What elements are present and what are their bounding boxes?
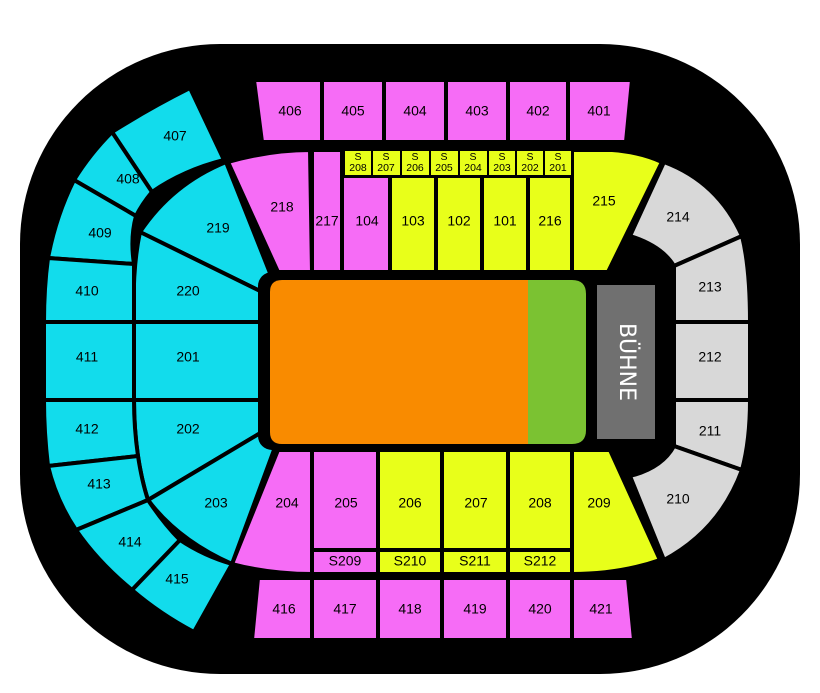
floor-standing-area[interactable]	[270, 280, 528, 444]
section-206[interactable]: 206	[376, 448, 444, 552]
section-401[interactable]: 401	[566, 78, 634, 144]
section-402[interactable]: 402	[506, 78, 570, 144]
section-403[interactable]: 403	[444, 78, 510, 144]
section-406[interactable]: 406	[252, 78, 324, 144]
section-404[interactable]: 404	[382, 78, 448, 144]
section-419[interactable]: 419	[440, 576, 510, 642]
section-207[interactable]: 207	[440, 448, 510, 552]
section-102[interactable]: 102	[434, 174, 484, 274]
box-s208[interactable]: S 208	[343, 149, 373, 177]
section-101[interactable]: 101	[480, 174, 530, 274]
section-417[interactable]: 417	[310, 576, 380, 642]
section-208[interactable]: 208	[506, 448, 574, 552]
section-s209[interactable]: S209	[310, 548, 380, 576]
section-410[interactable]: 410	[42, 256, 136, 324]
section-104[interactable]: 104	[340, 174, 392, 274]
box-s201[interactable]: S 201	[543, 149, 573, 177]
section-s212[interactable]: S212	[506, 548, 574, 576]
section-418[interactable]: 418	[376, 576, 444, 642]
section-205[interactable]: 205	[310, 448, 380, 552]
stage: BÜHNE	[595, 283, 657, 441]
section-212[interactable]: 212	[672, 320, 752, 402]
floor-front-standing-area[interactable]	[528, 280, 586, 444]
section-201[interactable]: 201	[132, 320, 264, 402]
box-s203[interactable]: S 203	[487, 149, 517, 177]
section-217[interactable]: 217	[310, 148, 344, 274]
section-416[interactable]: 416	[250, 576, 314, 642]
section-405[interactable]: 405	[320, 78, 386, 144]
box-s207[interactable]: S 207	[371, 149, 402, 177]
section-216[interactable]: 216	[526, 174, 574, 274]
section-420[interactable]: 420	[506, 576, 574, 642]
section-421[interactable]: 421	[570, 576, 636, 642]
box-s202[interactable]: S 202	[515, 149, 545, 177]
box-s205[interactable]: S 205	[429, 149, 460, 177]
stage-label: BÜHNE	[614, 323, 640, 401]
section-s210[interactable]: S210	[376, 548, 444, 576]
section-103[interactable]: 103	[388, 174, 438, 274]
box-s204[interactable]: S 204	[458, 149, 489, 177]
section-411[interactable]: 411	[42, 320, 136, 402]
box-s206[interactable]: S 206	[400, 149, 431, 177]
section-s211[interactable]: S211	[440, 548, 510, 576]
